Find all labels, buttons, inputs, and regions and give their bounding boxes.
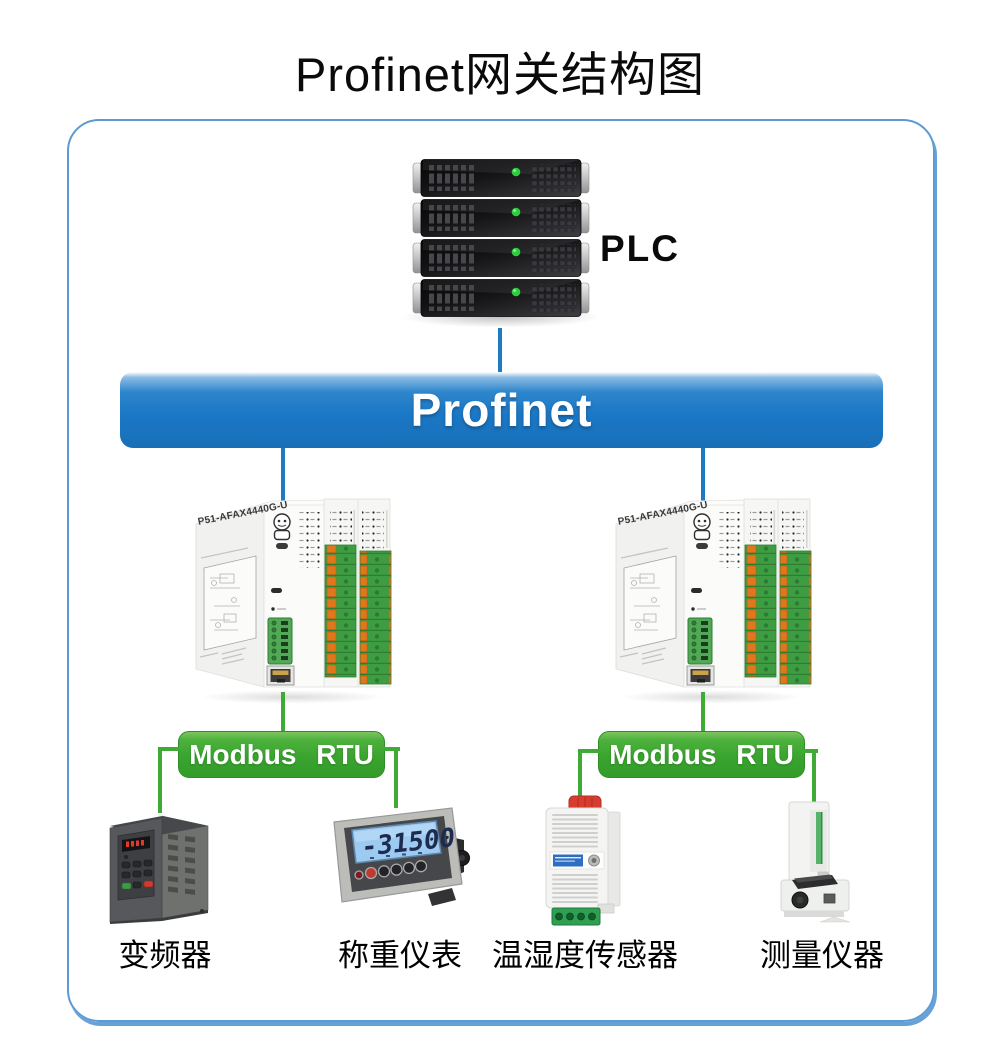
gateway-2-shadow [616, 690, 806, 704]
temp-humidity-sensor-device [545, 795, 621, 926]
gateway-1-shadow [196, 690, 386, 704]
weighing-indicator-device: -31500 [333, 807, 470, 906]
page-title: Profinet网关结构图 [295, 48, 705, 101]
line-plc-to-profinet [498, 328, 502, 372]
diagram-frame [67, 119, 935, 1022]
vfd-device [109, 815, 209, 924]
line-gateway-1-to-modbus-1 [281, 692, 285, 734]
plc-label: PLC [600, 228, 680, 269]
profinet-bus-bar: Profinet [120, 372, 883, 448]
line-profinet-to-gateway-2 [701, 448, 705, 506]
line-modbus-2-left-h [578, 749, 600, 753]
measuring-instrument-device [780, 801, 851, 923]
modbus-rtu-box-1: Modbus RTU [178, 731, 385, 778]
modbus-rtu-label-2: Modbus RTU [609, 738, 794, 770]
device-label-sensor: 温湿度传感器 [492, 938, 678, 973]
device-label-weighing: 称重仪表 [338, 938, 462, 973]
line-profinet-to-gateway-1 [281, 448, 285, 506]
line-gateway-2-to-modbus-2 [701, 692, 705, 734]
modbus-rtu-box-2: Modbus RTU [598, 731, 805, 778]
line-modbus-1-to-weighing [394, 747, 398, 808]
device-label-measure: 测量仪器 [760, 938, 884, 973]
device-label-vfd: 变频器 [118, 938, 212, 973]
line-modbus-2-to-measure [812, 749, 816, 802]
plc-server-stack [412, 159, 590, 317]
line-modbus-1-right-h [381, 747, 400, 751]
line-modbus-2-right-h [801, 749, 818, 753]
line-modbus-2-to-sensor [578, 749, 582, 796]
line-modbus-1-to-vfd [158, 747, 162, 813]
profinet-bus-label: Profinet [410, 384, 593, 436]
modbus-rtu-label-1: Modbus RTU [189, 738, 374, 770]
line-modbus-1-left-h [158, 747, 180, 751]
